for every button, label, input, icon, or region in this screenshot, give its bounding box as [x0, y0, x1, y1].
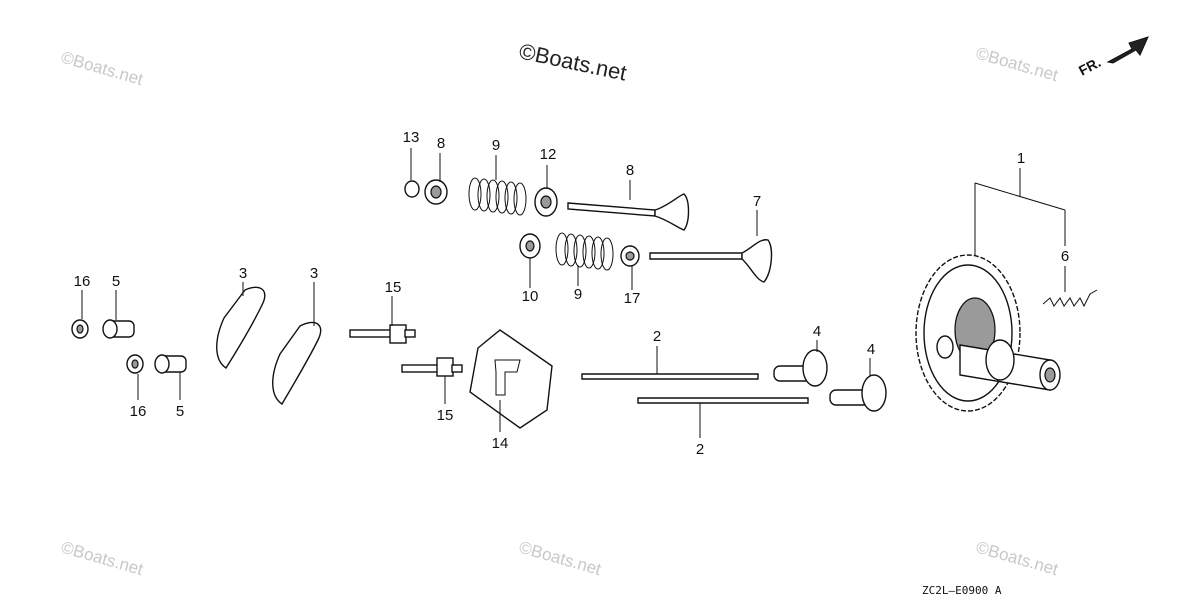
part-16-nut-upper	[71, 319, 89, 339]
part-3-rocker-arm-right	[272, 321, 322, 405]
callout-12: 12	[540, 146, 557, 163]
watermark-bottom-right: ©Boats.net	[974, 538, 1061, 580]
callout-7: 7	[753, 193, 761, 210]
callout-11: 8	[437, 135, 445, 152]
callout-2-lower: 2	[696, 441, 704, 458]
part-3-rocker-arm-left	[216, 286, 266, 369]
callout-1: 1	[1017, 150, 1025, 167]
part-2-push-rod-upper	[581, 373, 759, 380]
callout-14: 14	[492, 435, 509, 452]
callout-9-lower: 9	[574, 286, 582, 303]
part-9-valve-spring-lower	[555, 232, 614, 271]
callout-numbers: 13 8 9 12 8 7 1 6 10 9 17 3 3 15 15 14 2…	[74, 129, 1070, 458]
part-5-pivot-upper	[102, 319, 135, 339]
part-6-decompressor-spring	[1042, 289, 1098, 308]
part-13-valve-cap	[404, 180, 420, 198]
callout-3-left: 3	[239, 265, 247, 282]
part-16-nut-lower	[126, 354, 144, 374]
part-7-exhaust-valve	[649, 239, 773, 283]
watermark-bottom-center: ©Boats.net	[517, 538, 604, 580]
watermarks: ©Boats.net ©Boats.net ©Boats.net ©Boats.…	[59, 38, 1061, 579]
callout-15-upper: 15	[385, 279, 402, 296]
part-15-rocker-arm-stud-upper	[349, 324, 416, 344]
callout-4-upper: 4	[813, 323, 821, 340]
callout-8: 8	[626, 162, 634, 179]
callout-16-upper: 16	[74, 273, 91, 290]
part-17-valve-rotator	[620, 245, 640, 267]
part-4-tappet-lower	[829, 374, 887, 412]
callout-10: 10	[522, 288, 539, 305]
part-1-camshaft-assembly	[915, 254, 1061, 412]
callout-3-right: 3	[310, 265, 318, 282]
callout-9-upper: 9	[492, 137, 500, 154]
callout-13: 13	[403, 129, 420, 146]
callout-17: 17	[624, 290, 641, 307]
part-10-spring-retainer	[519, 233, 541, 259]
part-14-push-rod-guide-plate	[469, 329, 553, 429]
part-8-intake-valve	[567, 193, 690, 231]
part-9-valve-spring-upper	[468, 177, 527, 216]
part-12-valve-stem-seal	[534, 187, 558, 217]
part-15-rocker-arm-stud-lower	[401, 357, 463, 377]
watermark-top-right: ©Boats.net	[974, 44, 1061, 86]
callout-5-upper: 5	[112, 273, 120, 290]
leader-lines	[81, 148, 1066, 438]
front-direction-indicator: FR.	[1076, 36, 1149, 79]
watermark-main: ©Boats.net	[517, 38, 629, 85]
callout-4-lower: 4	[867, 341, 875, 358]
callout-5-lower: 5	[176, 403, 184, 420]
part-11-spring-retainer	[424, 179, 448, 205]
front-direction-label: FR.	[1076, 54, 1103, 79]
callout-2-upper: 2	[653, 328, 661, 345]
part-4-tappet-upper	[773, 349, 828, 387]
front-arrow-icon	[1106, 36, 1149, 64]
watermark-bottom-left: ©Boats.net	[59, 538, 146, 580]
watermark-top-left: ©Boats.net	[59, 48, 146, 90]
callout-16-lower: 16	[130, 403, 147, 420]
callout-15-lower: 15	[437, 407, 454, 424]
callout-6: 6	[1061, 248, 1069, 265]
drawing-code: ZC2L—E0900 A	[922, 584, 1002, 597]
part-5-pivot-lower	[154, 354, 187, 374]
part-2-push-rod-lower	[637, 397, 809, 404]
